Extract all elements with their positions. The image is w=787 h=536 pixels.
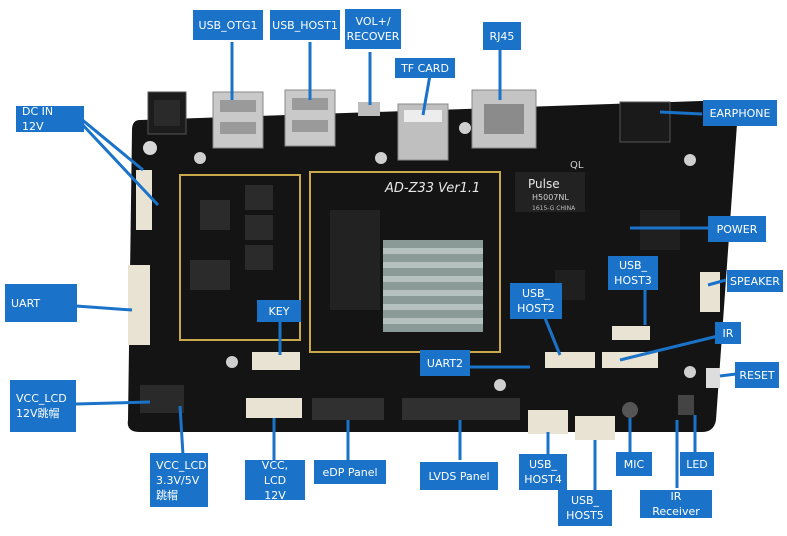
label-vcc-lcd-33-5v: VCC_LCD 3.3V/5V 跳帽 [150,453,208,507]
label-usb-host4: USB_ HOST4 [519,454,567,490]
label-power: POWER [708,216,766,242]
chip-date-text: 1615-G CHINA [532,205,576,212]
mounting-hole [143,141,157,155]
reset-button [706,368,720,388]
label-usb-otg1: USB_OTG1 [193,10,263,40]
mounting-hole [375,152,387,164]
chip-part-text: H5007NL [532,193,569,202]
leader-lines [75,42,737,490]
label-ir-receiver: IR Receiver [640,490,712,518]
label-usb-host5: USB_ HOST5 [558,490,612,526]
lvds-header [402,398,520,420]
label-key: KEY [257,300,301,322]
label-earphone: EARPHONE [703,100,777,126]
board-model-text: AD-Z33 Ver1.1 [384,181,480,196]
dc-connector [136,170,152,230]
usb-host5-connector [575,416,615,440]
ir-receiver-component [678,395,694,415]
label-vcc-lcd-12v-jumper: VCC_LCD 12V跳帽 [10,380,76,432]
vcc-lcd-12v-connector [246,398,302,418]
label-rj45: RJ45 [483,22,521,50]
key-connector [252,352,300,370]
mounting-hole [494,379,506,391]
usb-host3-connector [612,326,650,340]
uart-connector [128,265,150,345]
label-uart: UART [5,284,77,322]
label-vol-recover: VOL+/ RECOVER [345,9,401,49]
label-dc-in: DC IN 12V [16,105,84,133]
label-tf-card: TF CARD [395,58,455,78]
usb-host2-connector [545,352,595,368]
label-ir: IR [715,322,741,344]
label-usb-host1: USB_HOST1 [270,10,340,40]
mic-component [622,402,638,418]
mounting-hole [684,154,696,166]
label-reset: RESET [735,362,779,388]
heatsink [383,240,483,332]
earphone-jack [619,101,671,143]
edp-header [312,398,384,420]
label-vcc-lcd-12v: VCC, LCD 12V [245,459,305,502]
power-section-outline [179,174,301,341]
label-led: LED [680,452,714,476]
label-speaker: SPEAKER [727,270,783,292]
vol-recover-button [358,102,380,116]
mounting-hole [194,152,206,164]
label-uart2: UART2 [420,350,470,376]
label-lvds-panel: LVDS Panel [420,462,498,490]
ir-connector [602,352,658,368]
mounting-hole [459,122,471,134]
mounting-hole [684,366,696,378]
ethernet-transformer [515,172,585,212]
label-mic: MIC [616,452,652,476]
label-edp-panel: eDP Panel [314,460,386,484]
silk-ql-text: QL [570,160,584,171]
usb-host4-connector [528,410,568,434]
core-board-outline [309,171,501,353]
label-usb-host2: USB_ HOST2 [510,283,562,319]
vcc-lcd-jumper-pins [140,385,184,413]
speaker-connector [700,272,720,312]
mounting-hole [226,356,238,368]
label-usb-host3: USB_ HOST3 [608,256,658,290]
brand-text: Pulse [528,177,560,191]
